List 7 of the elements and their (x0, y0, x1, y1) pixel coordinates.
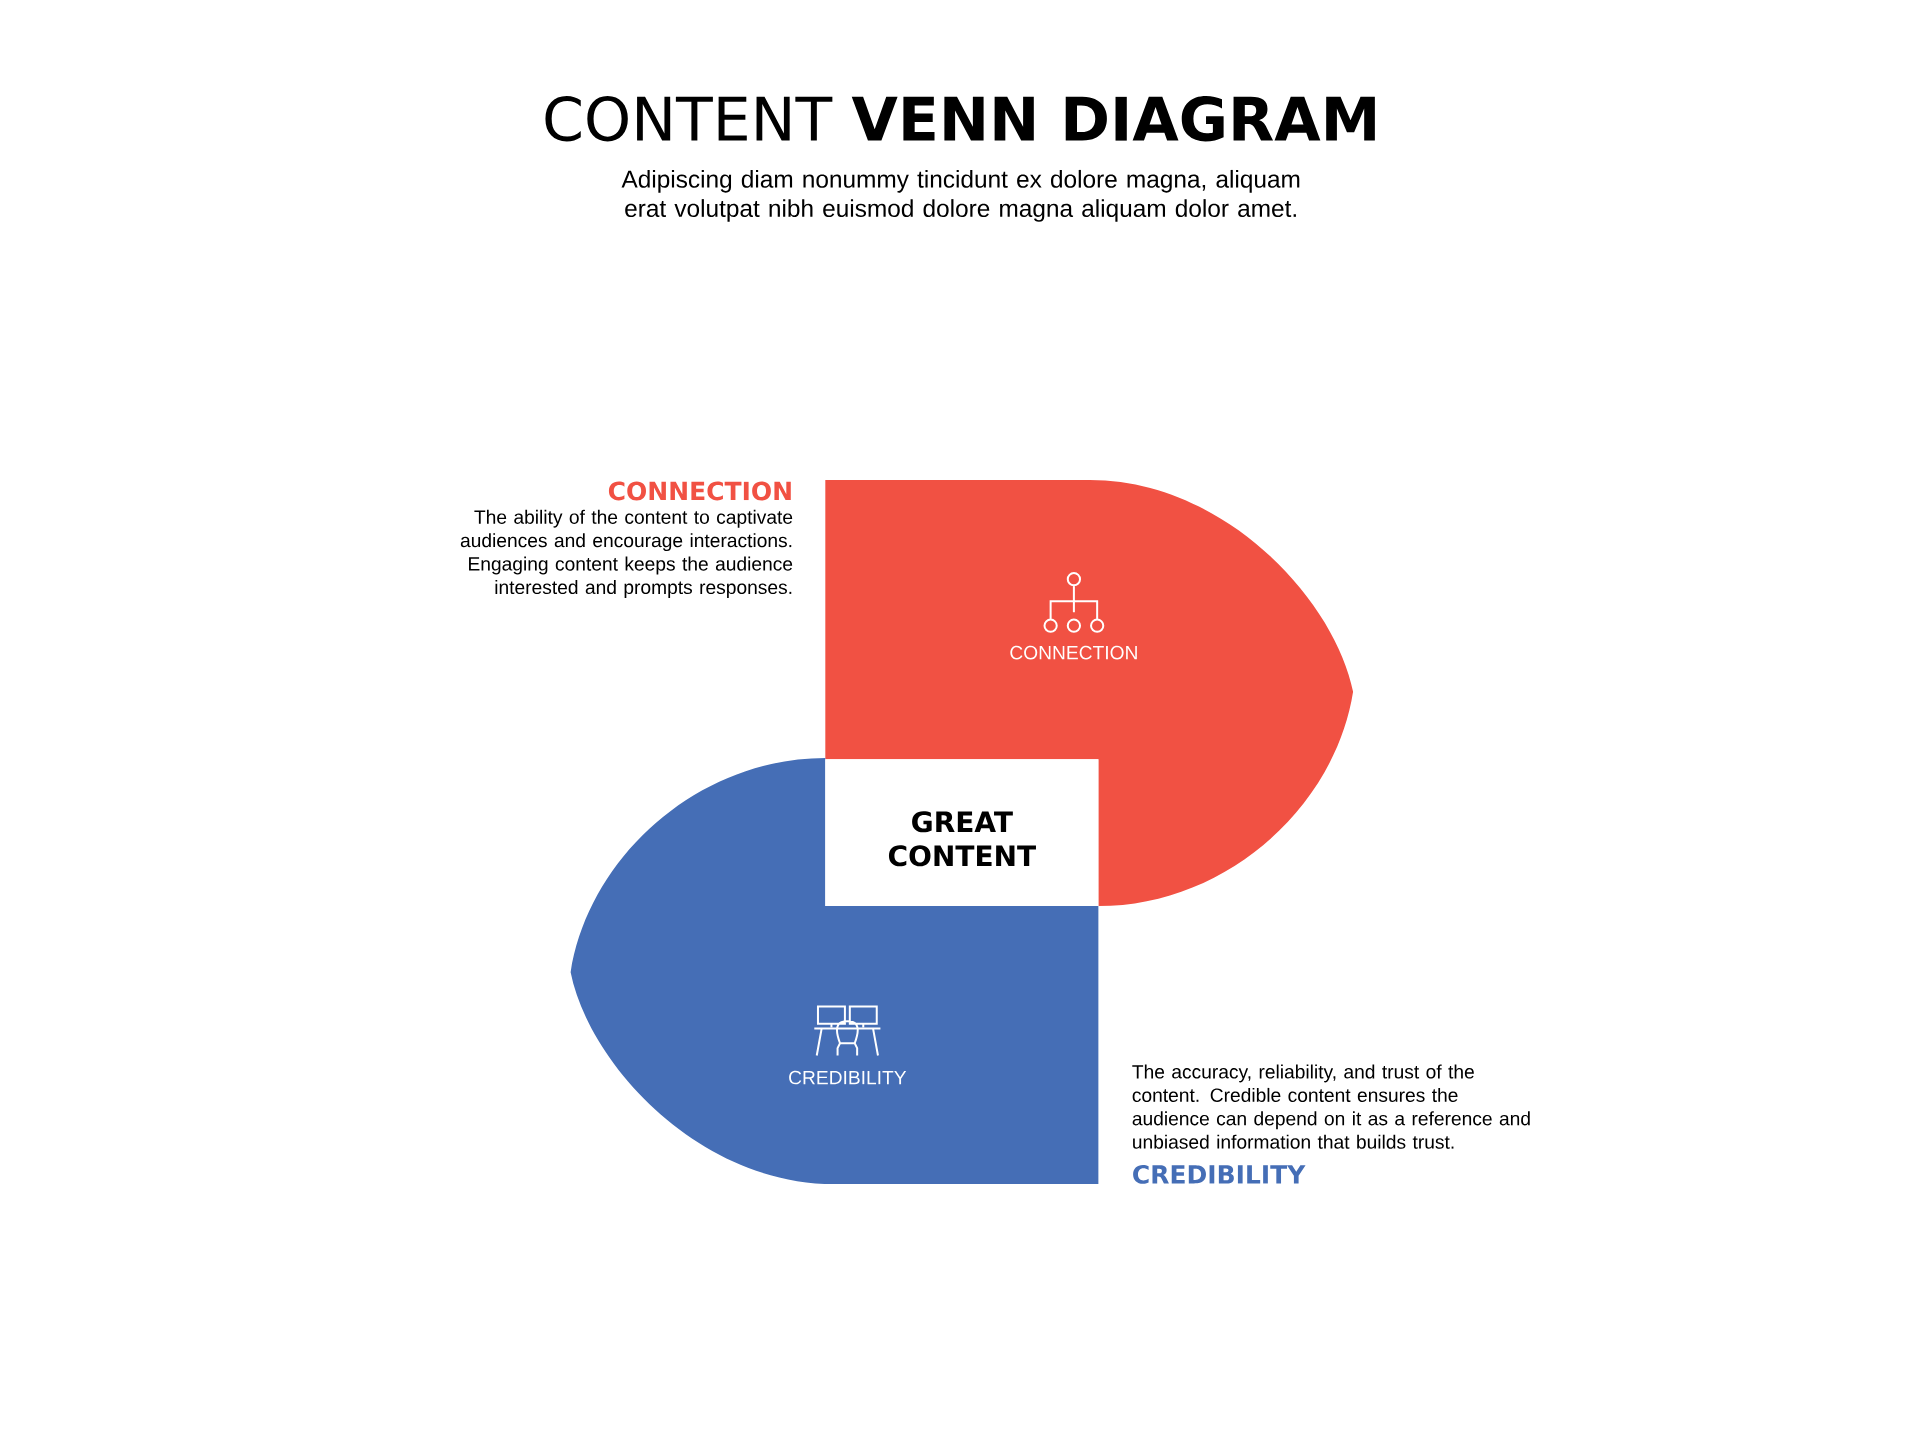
section-heading: CONNECTION (608, 481, 791, 501)
description: The accuracy, reliability, and trust of the content. Credible content ensures the audience can depend on it as a reference and unbiased information that builds trust. (1132, 1064, 1530, 1149)
center-square: GREAT CONTENT (825, 759, 1099, 907)
title: CONTENT VENN DIAGRAM (545, 96, 1375, 142)
section-heading: CREDIBILITY (1133, 1164, 1306, 1184)
subtitle: Adipiscing diam nonummy tincidunt ex dolore magna, aliquam erat volutpat nibh euismod dolore magna aliquam dolor amet. (621, 169, 1300, 222)
description: The ability of the content to captivate audiences and encourage interactions. Engaging content keeps the audience interested and prompts responses. (460, 509, 793, 598)
